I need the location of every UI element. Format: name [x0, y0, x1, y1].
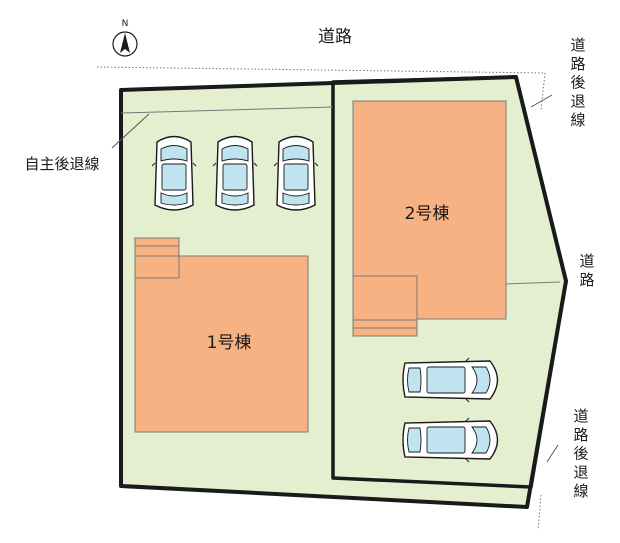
- parking-car-4: [402, 357, 499, 403]
- parking-car-3: [273, 135, 319, 211]
- building-1-porch: [134, 237, 180, 279]
- road-boundary-line-south: [537, 494, 542, 531]
- building-2-label: 2号棟: [405, 204, 450, 224]
- road-setback-label-bottom: 道路後退線: [573, 407, 588, 500]
- north-compass-icon: [112, 31, 138, 57]
- self-setback-leader: [111, 113, 150, 149]
- self-setback-label: 自主後退線: [24, 155, 99, 173]
- self-setback-line: [120, 106, 334, 114]
- parking-car-5: [402, 417, 499, 463]
- road-setback-leader-bottom: [546, 444, 559, 463]
- road-east-label: 道路: [579, 252, 594, 289]
- building-1: [134, 255, 309, 433]
- road-setback-label-top: 道路後退線: [570, 36, 585, 129]
- parking-car-1: [151, 135, 197, 211]
- road-top-label: 道路: [318, 27, 352, 47]
- compass-letter: N: [122, 19, 129, 29]
- building-1-label: 1号棟: [207, 333, 252, 353]
- road-setback-leader-top: [530, 94, 553, 108]
- parking-car-2: [212, 135, 258, 211]
- lot-2-boundary: [331, 75, 568, 489]
- road-boundary-line: [96, 66, 546, 111]
- building-2-line: [505, 281, 561, 285]
- building-2-porch: [352, 275, 418, 337]
